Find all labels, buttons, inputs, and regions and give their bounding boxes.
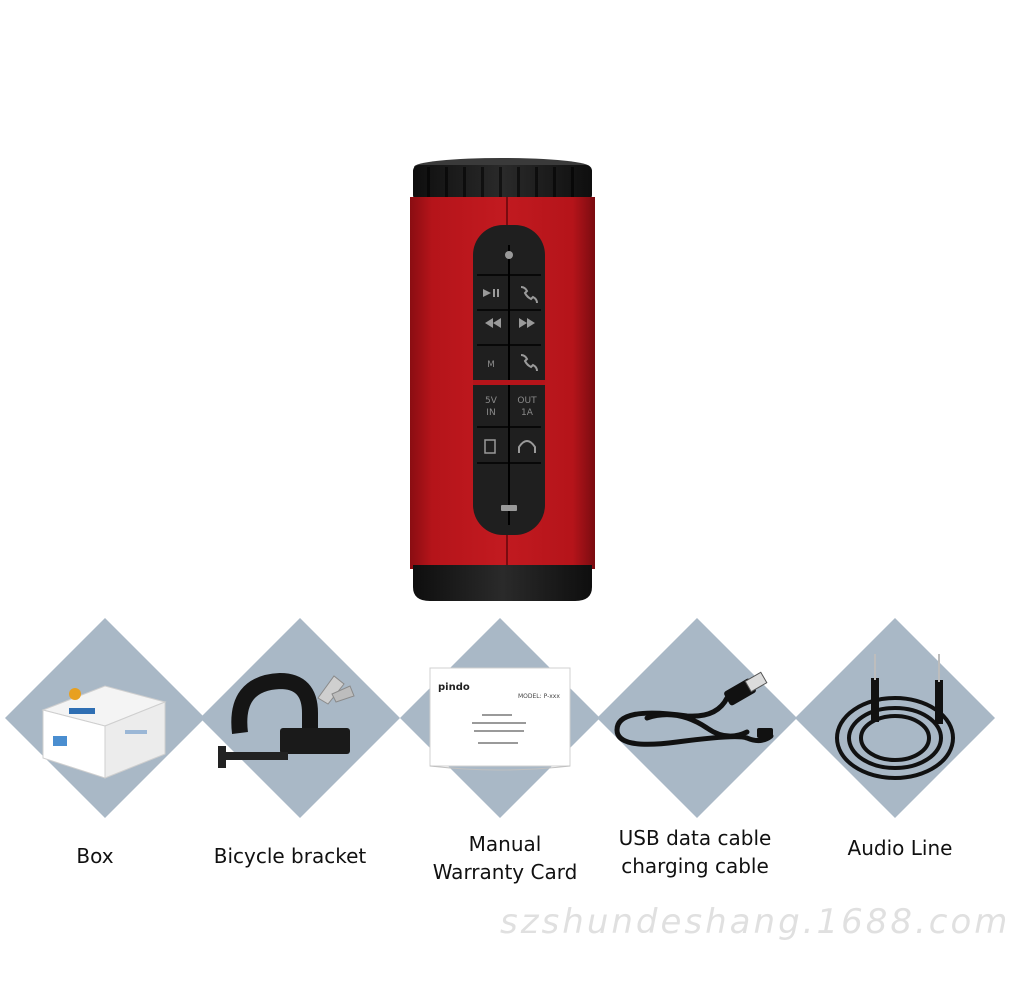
top-cap: [413, 165, 592, 201]
speaker-product: M 5V IN OUT 1A: [405, 155, 600, 605]
bottom-cap: [413, 565, 592, 601]
out-top: OUT: [517, 396, 537, 406]
phone-icon: [520, 286, 538, 304]
bicycle-bracket-icon: [218, 672, 355, 768]
audio-line-icon: [835, 654, 955, 780]
manual-icon: pindo MODEL: P-xxx: [429, 667, 571, 771]
caption-manual: Manual Warranty Card: [432, 832, 578, 884]
accessory-audio-line: [795, 618, 995, 818]
manual-model: MODEL: P-xxx: [518, 693, 560, 700]
headphone-icon: [518, 440, 536, 453]
box-icon: [41, 685, 167, 779]
caption-audio-line: Audio Line: [847, 836, 953, 860]
call-icon: [520, 354, 538, 372]
manual-brand: pindo: [438, 682, 470, 693]
five-volt-in-bottom: IN: [486, 408, 495, 418]
speaker-illustration: M 5V IN OUT 1A: [410, 158, 595, 601]
usb-cable-icon: [614, 671, 774, 747]
usb-port-icon: [501, 505, 517, 511]
play-pause-icon: [483, 289, 499, 297]
next-icon: [519, 318, 535, 328]
accessory-usb-cable: [597, 618, 797, 818]
previous-icon: [485, 318, 501, 328]
power-icon: [505, 251, 513, 259]
accessory-bicycle-bracket: [200, 618, 400, 818]
caption-bicycle-bracket: Bicycle bracket: [213, 844, 367, 868]
diamond-background: [200, 618, 400, 818]
watermark: szshundeshang.1688.com: [500, 902, 1010, 942]
accessory-box: [5, 618, 205, 818]
tf-card-icon: [484, 439, 496, 454]
accessories-row: pindo MODEL: P-xxx: [0, 618, 1000, 828]
out-bottom: 1A: [521, 408, 534, 418]
accessory-manual: pindo MODEL: P-xxx: [400, 618, 600, 818]
caption-box: Box: [76, 844, 114, 868]
five-volt-in-top: 5V: [485, 396, 498, 406]
caption-usb-cable: USB data cable charging cable: [618, 826, 772, 878]
mode-label: M: [487, 360, 495, 370]
